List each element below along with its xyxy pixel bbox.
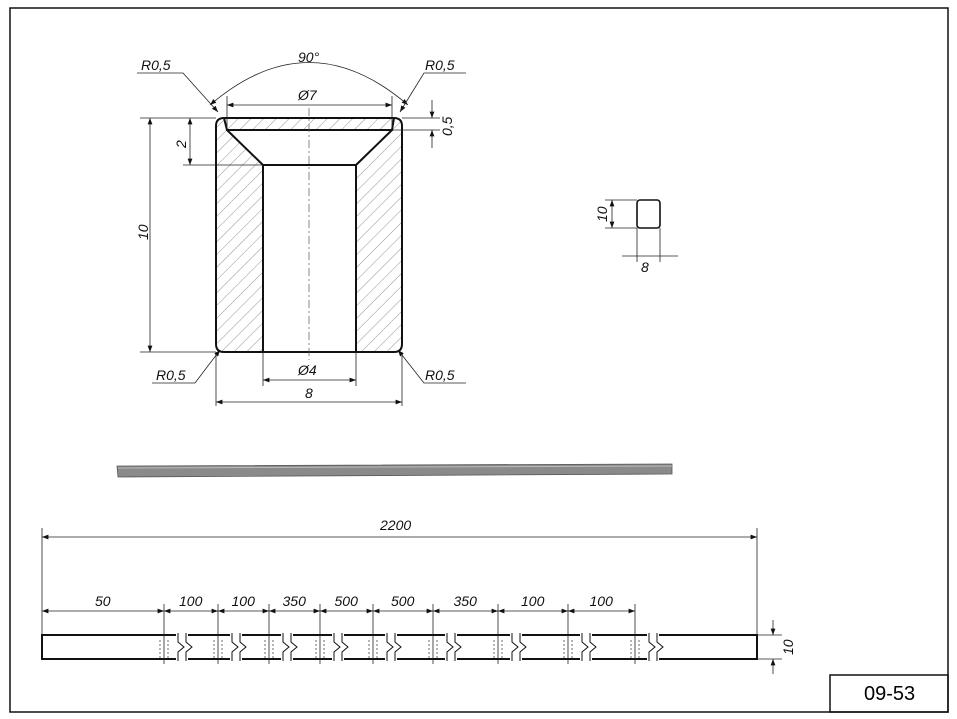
spacing-label: 100 — [232, 593, 256, 609]
radius-bottom-right: R0,5 — [425, 367, 455, 383]
height-label: 10 — [135, 224, 151, 240]
break-gap — [230, 633, 242, 661]
radius-top-right: R0,5 — [425, 57, 455, 73]
section-dimensions: 90° Ø7 10 2 0,5 Ø4 8 R0,5 R0,5 R0,5 R0,5 — [135, 49, 466, 406]
spacing-label: 50 — [95, 593, 111, 609]
spacing-label: 350 — [454, 593, 478, 609]
break-line — [341, 633, 349, 661]
break-line — [454, 633, 462, 661]
bore-diameter-label: Ø4 — [297, 362, 317, 378]
break-line — [185, 633, 193, 661]
break-gap — [385, 633, 397, 661]
chamfer-label: 0,5 — [439, 116, 455, 136]
break-line — [386, 633, 394, 661]
bar-elevation: 2200 50 100 100 350 500 500 350 100 100 10 — [41, 517, 796, 674]
break-gap — [281, 633, 293, 661]
spacing-label: 500 — [335, 593, 359, 609]
spacing-label: 100 — [521, 593, 545, 609]
break-line — [394, 633, 402, 661]
spacing-label: 100 — [590, 593, 614, 609]
radius-top-left: R0,5 — [141, 57, 171, 73]
break-line — [239, 633, 247, 661]
profile-height-label: 10 — [594, 206, 610, 222]
spacing-label: 500 — [391, 593, 415, 609]
break-line — [446, 633, 454, 661]
break-gap — [510, 633, 522, 661]
countersink-depth-label: 2 — [173, 140, 189, 149]
break-line — [589, 633, 597, 661]
break-line — [231, 633, 239, 661]
spacing-label: 350 — [283, 593, 307, 609]
drawing-code: 09-53 — [864, 683, 915, 705]
break-gap — [332, 633, 344, 661]
angle-label: 90° — [298, 49, 320, 65]
break-line — [290, 633, 298, 661]
break-line — [333, 633, 341, 661]
break-gap — [445, 633, 457, 661]
top-diameter-label: Ø7 — [297, 87, 318, 103]
bushing-section — [215, 108, 403, 360]
bar-thickness-label: 10 — [780, 639, 796, 655]
drawing-frame — [9, 7, 949, 713]
width-label: 8 — [305, 385, 313, 401]
bar-photo — [116, 463, 673, 478]
title-block: 09-53 — [829, 674, 949, 713]
break-line — [648, 633, 656, 661]
break-line — [282, 633, 290, 661]
break-gap — [580, 633, 592, 661]
break-gap — [176, 633, 188, 661]
spacing-label: 100 — [179, 593, 203, 609]
break-line — [519, 633, 527, 661]
radius-bottom-left: R0,5 — [156, 367, 186, 383]
profile-width-label: 8 — [641, 259, 649, 275]
profile-view: 10 8 — [594, 199, 678, 275]
total-length-label: 2200 — [379, 517, 411, 533]
break-line — [656, 633, 664, 661]
break-gap — [647, 633, 659, 661]
break-line — [177, 633, 185, 661]
break-line — [581, 633, 589, 661]
break-line — [511, 633, 519, 661]
